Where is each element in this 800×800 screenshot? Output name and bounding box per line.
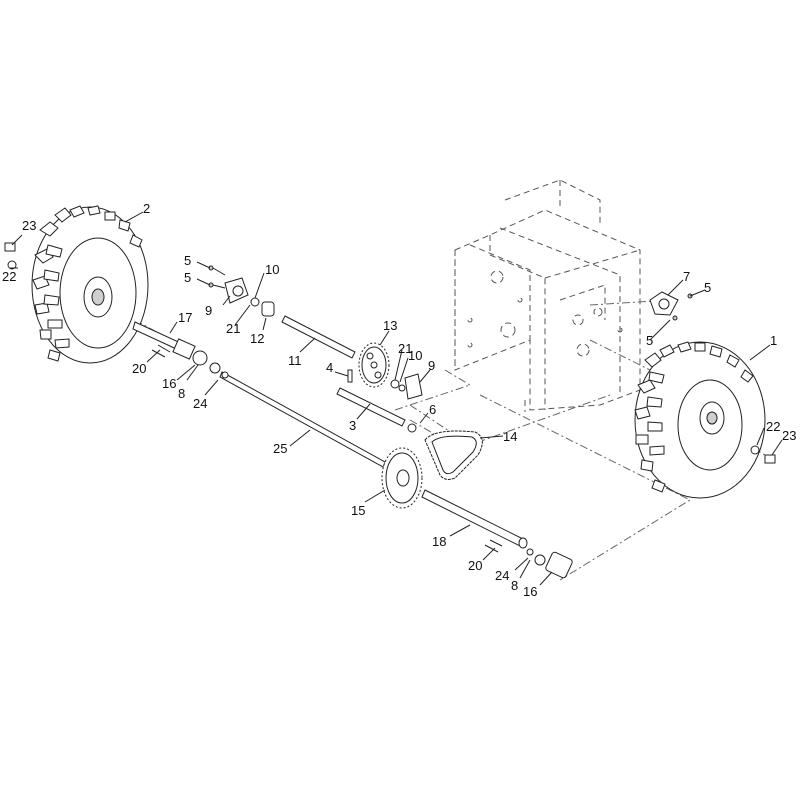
callout-right-axle: 18 xyxy=(432,534,446,549)
callout-large-gear: 15 xyxy=(351,503,365,518)
callout-washer-left: 8 xyxy=(178,386,185,401)
callout-chain: 14 xyxy=(503,429,517,444)
callout-right-wheel: 1 xyxy=(770,333,777,348)
drive-shaft xyxy=(336,387,406,427)
callout-drive-shaft: 3 xyxy=(349,418,356,433)
right-wheel xyxy=(634,341,766,499)
left-axle xyxy=(132,321,196,360)
callout-pin-right: 20 xyxy=(468,558,482,573)
callout-sprocket: 6 xyxy=(429,402,436,417)
large-gear xyxy=(381,447,423,509)
callout-bolt-b: 5 xyxy=(184,270,191,285)
callout-bolt-c: 5 xyxy=(704,280,711,295)
bearing-assembly-left xyxy=(208,265,275,317)
callout-bearing-right: 9 xyxy=(428,358,435,373)
left-wheel xyxy=(31,205,149,364)
callout-bolt-d: 5 xyxy=(646,333,653,348)
callout-ring-left: 24 xyxy=(193,396,207,411)
callout-1-left-wheel-2: 2 xyxy=(143,201,150,216)
callout-pin-left: 20 xyxy=(132,361,146,376)
hardware-left xyxy=(4,242,417,433)
callout-spacer-left: 10 xyxy=(265,262,279,277)
callout-washer-wheel-left: 22 xyxy=(2,269,16,284)
callout-long-shaft: 25 xyxy=(273,441,287,456)
callout-washer-b: 21 xyxy=(398,341,412,356)
callout-clip-left: 23 xyxy=(22,218,36,233)
mounting-bracket xyxy=(649,291,693,321)
callout-bearing-left: 9 xyxy=(205,303,212,318)
callout-washer-wheel-right: 22 xyxy=(766,419,780,434)
long-shaft xyxy=(219,371,386,468)
drive-chain xyxy=(424,430,483,480)
callout-gear-shaft: 11 xyxy=(288,353,302,368)
callout-washer-right: 8 xyxy=(511,578,518,593)
hardware-right xyxy=(484,445,776,579)
gear-shaft xyxy=(281,315,356,359)
callout-bolt-a: 5 xyxy=(184,253,191,268)
sprocket-gear xyxy=(358,342,390,388)
callout-bearing-flange-right: 16 xyxy=(523,584,537,599)
callout-bushing: 12 xyxy=(250,331,264,346)
right-axle-shaft xyxy=(421,489,528,549)
bearing-assembly-right xyxy=(390,373,423,400)
callout-bracket: 7 xyxy=(683,269,690,284)
callout-washer-a: 21 xyxy=(226,321,240,336)
callout-bearing-flange-left: 16 xyxy=(162,376,176,391)
callout-sprocket-gear: 13 xyxy=(383,318,397,333)
callout-left-axle: 17 xyxy=(178,310,192,325)
frame-housing xyxy=(454,179,641,412)
leader-lines xyxy=(10,211,783,586)
callout-labels: 2 1 3 4 5 5 5 5 6 7 8 8 9 9 10 10 11 12 … xyxy=(2,201,796,599)
callout-key: 4 xyxy=(326,360,333,375)
callout-ring-right: 24 xyxy=(495,568,509,583)
callout-clip-right: 23 xyxy=(782,428,796,443)
callout-spacer-right: 10 xyxy=(408,348,422,363)
